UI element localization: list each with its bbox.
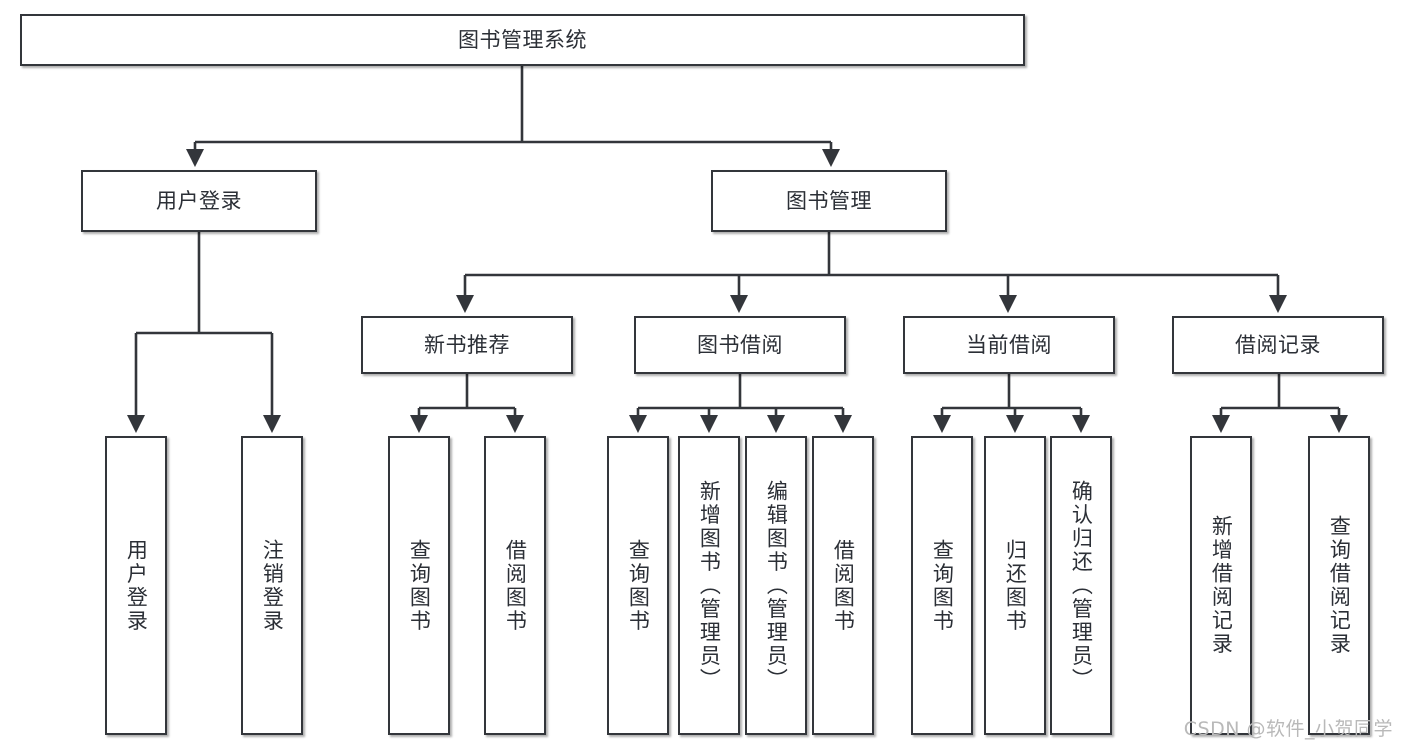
node-current-borrow-label: 当前借阅 [966, 332, 1052, 357]
root-to-level2-connectors [185, 66, 841, 168]
leaf-user-login-label: 用户登录 [124, 538, 149, 633]
node-book-borrow[interactable]: 图书借阅 [634, 316, 846, 374]
borrow-record-to-leaves-connectors [1211, 374, 1349, 434]
node-new-book-recommend-label: 新书推荐 [424, 332, 510, 357]
leaf-confirm-return-label: 确认归还（管理员） [1069, 479, 1094, 692]
node-book-borrow-label: 图书借阅 [697, 332, 783, 357]
book-management-to-level3-connectors [455, 232, 1288, 314]
leaf-query-book-borrow-label: 查询图书 [626, 538, 651, 633]
leaf-add-borrow-record-label: 新增借阅记录 [1209, 515, 1234, 656]
watermark: CSDN @软件_小贺同学 [1183, 718, 1393, 740]
leaf-add-book[interactable]: 新增图书（管理员） [678, 436, 740, 735]
leaf-return-book-label: 归还图书 [1003, 538, 1028, 633]
leaf-borrow-book-label: 借阅图书 [831, 538, 856, 633]
leaf-query-book-recommend-label: 查询图书 [407, 538, 432, 633]
leaf-query-book-borrow[interactable]: 查询图书 [607, 436, 669, 735]
node-root-label: 图书管理系统 [458, 27, 587, 52]
leaf-borrow-book-recommend-label: 借阅图书 [503, 538, 528, 633]
leaf-add-book-label: 新增图书（管理员） [697, 479, 722, 692]
node-borrow-record[interactable]: 借阅记录 [1172, 316, 1384, 374]
node-current-borrow[interactable]: 当前借阅 [903, 316, 1115, 374]
node-user-login[interactable]: 用户登录 [81, 170, 317, 232]
book-borrow-to-leaves-connectors [628, 374, 853, 434]
leaf-borrow-book-recommend[interactable]: 借阅图书 [484, 436, 546, 735]
leaf-add-borrow-record[interactable]: 新增借阅记录 [1190, 436, 1252, 735]
leaf-query-book-recommend[interactable]: 查询图书 [388, 436, 450, 735]
node-user-login-label: 用户登录 [156, 188, 242, 213]
leaf-confirm-return[interactable]: 确认归还（管理员） [1050, 436, 1112, 735]
leaf-edit-book[interactable]: 编辑图书（管理员） [745, 436, 807, 735]
node-new-book-recommend[interactable]: 新书推荐 [361, 316, 573, 374]
leaf-return-book[interactable]: 归还图书 [984, 436, 1046, 735]
node-book-management-label: 图书管理 [786, 188, 872, 213]
leaf-user-login[interactable]: 用户登录 [105, 436, 167, 735]
leaf-logout[interactable]: 注销登录 [241, 436, 303, 735]
current-borrow-to-leaves-connectors [932, 374, 1091, 434]
leaf-query-borrow-record[interactable]: 查询借阅记录 [1308, 436, 1370, 735]
leaf-edit-book-label: 编辑图书（管理员） [764, 479, 789, 692]
leaf-query-borrow-record-label: 查询借阅记录 [1327, 515, 1352, 656]
node-borrow-record-label: 借阅记录 [1235, 332, 1321, 357]
user-login-to-leaves-connectors [126, 232, 282, 434]
leaf-borrow-book[interactable]: 借阅图书 [812, 436, 874, 735]
node-book-management[interactable]: 图书管理 [711, 170, 947, 232]
leaf-logout-label: 注销登录 [260, 538, 285, 633]
leaf-query-book-current[interactable]: 查询图书 [911, 436, 973, 735]
leaf-query-book-current-label: 查询图书 [930, 538, 955, 633]
new-book-recommend-to-leaves-connectors [409, 374, 525, 434]
node-root[interactable]: 图书管理系统 [20, 14, 1025, 66]
